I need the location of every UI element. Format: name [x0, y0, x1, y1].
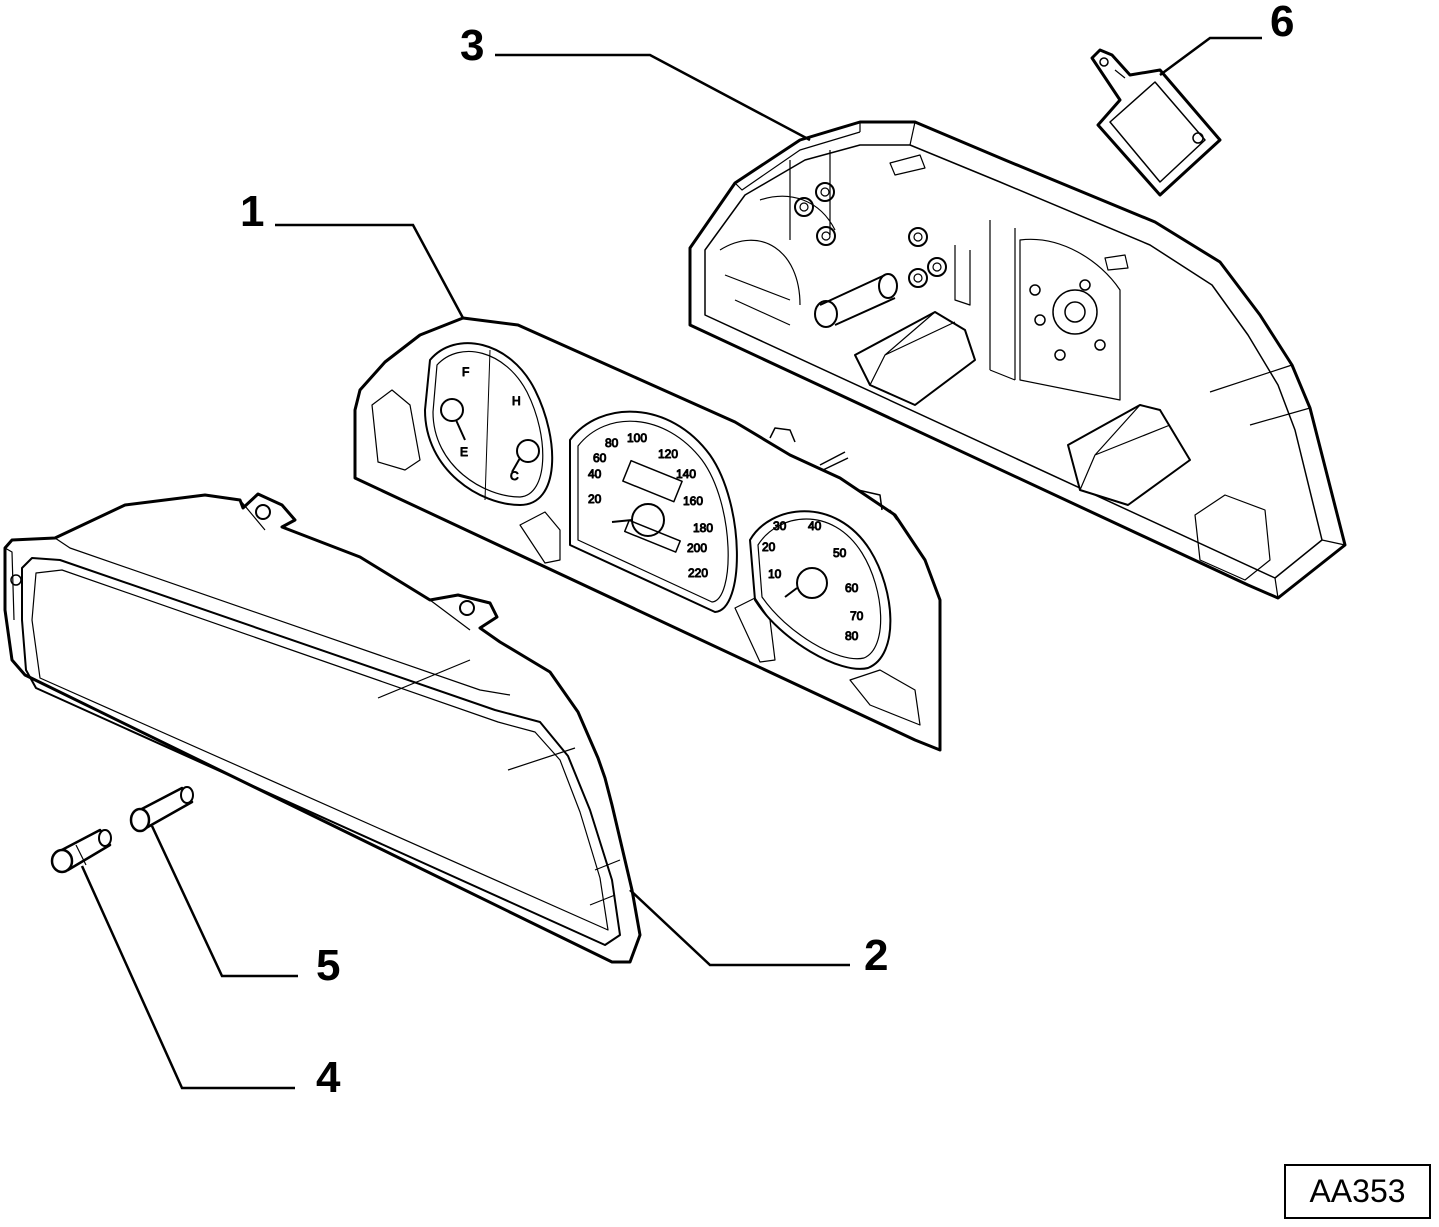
tacho-mark-30: 30 [773, 519, 787, 533]
leader-line-2 [629, 889, 850, 967]
speed-mark-200: 200 [687, 541, 707, 555]
callout-5: 5 [316, 941, 340, 990]
speed-mark-180: 180 [693, 521, 713, 535]
speed-mark-140: 140 [676, 467, 696, 481]
callout-3: 3 [460, 21, 484, 70]
temp-hot-label: H [512, 394, 521, 408]
speed-mark-40: 40 [588, 467, 602, 481]
figure-code-label: AA353 [1309, 1173, 1406, 1209]
tacho-mark-50: 50 [833, 546, 847, 560]
tacho-mark-80: 80 [845, 629, 859, 643]
speed-mark-160: 160 [683, 494, 703, 508]
callout-2: 2 [864, 931, 888, 980]
leader-line-5 [150, 825, 298, 978]
speed-mark-100: 100 [627, 431, 647, 445]
figure-code-box: AA353 [1284, 1164, 1431, 1219]
leader-line-3 [495, 53, 811, 142]
dial-face-part: F E H C 20 40 60 80 100 120 140 160 180 … [353, 316, 942, 752]
leader-line-4 [80, 865, 295, 1090]
leader-line-1 [275, 223, 465, 319]
tacho-mark-40: 40 [808, 519, 822, 533]
tacho-mark-60: 60 [845, 581, 859, 595]
leader-line-6 [1159, 36, 1262, 77]
speed-mark-60: 60 [593, 451, 607, 465]
bulb-part-4 [50, 828, 112, 874]
leader-lines [80, 36, 1262, 1090]
front-lens-part [3, 492, 642, 964]
callout-4: 4 [316, 1053, 341, 1102]
tacho-mark-70: 70 [850, 609, 864, 623]
fuel-empty-label: E [460, 445, 468, 459]
temp-cold-label: C [510, 469, 519, 483]
speed-mark-220: 220 [688, 566, 708, 580]
speed-mark-20: 20 [588, 492, 602, 506]
bulb-part-5 [129, 786, 194, 833]
speed-mark-120: 120 [658, 447, 678, 461]
rear-housing-part [688, 120, 1347, 600]
callout-1: 1 [240, 187, 264, 236]
speed-mark-80: 80 [605, 436, 619, 450]
bulb-holder-part [1090, 48, 1222, 197]
fuel-full-label: F [462, 365, 469, 379]
tacho-mark-10: 10 [768, 567, 782, 581]
tacho-mark-20: 20 [762, 540, 776, 554]
callout-6: 6 [1270, 0, 1294, 46]
